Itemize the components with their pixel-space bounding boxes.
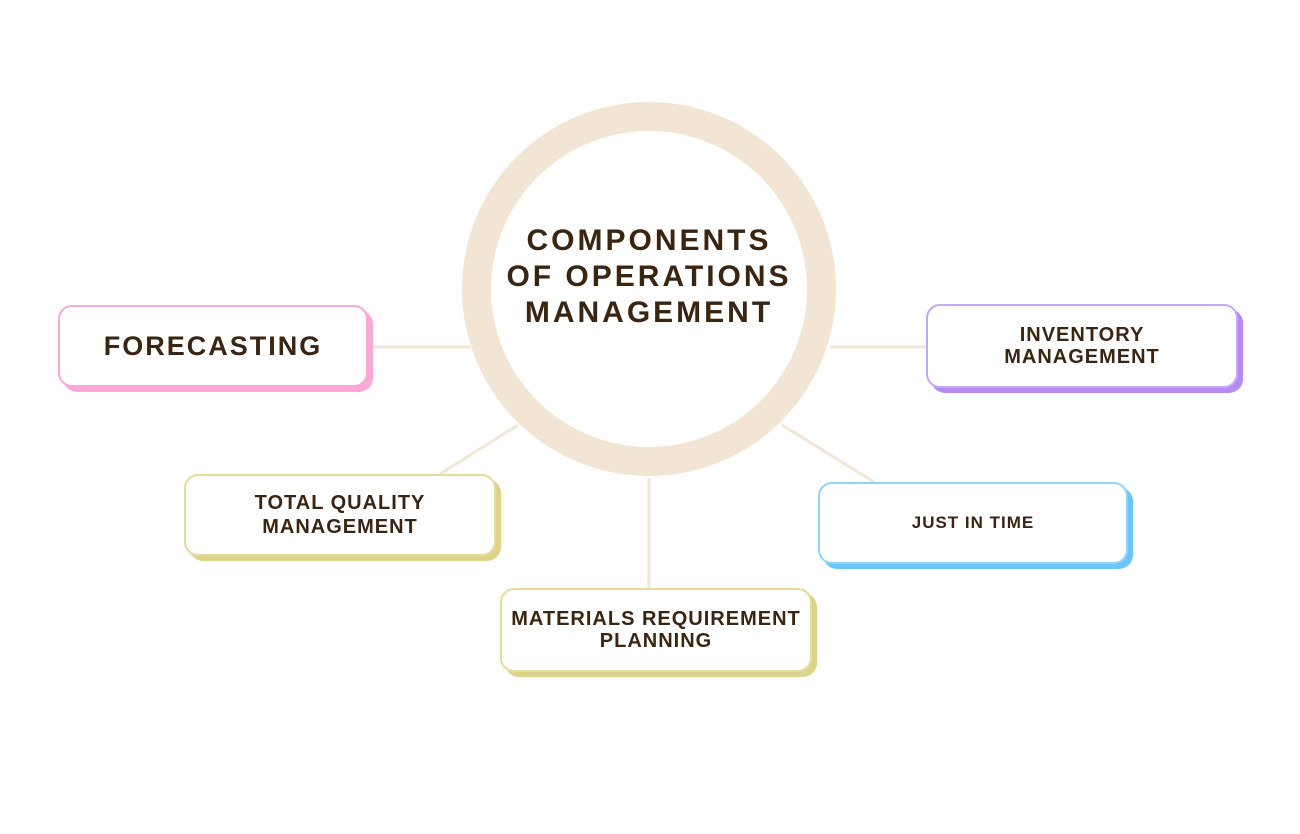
node-forecasting-label: FORECASTING bbox=[103, 330, 323, 361]
node-materials-requirement-planning: MATERIALS REQUIREMENT PLANNING bbox=[500, 588, 812, 672]
node-forecasting: FORECASTING bbox=[58, 305, 368, 387]
node-total-quality-management-label: TOTAL QUALITY MANAGEMENT bbox=[254, 492, 426, 538]
node-just-in-time: JUST IN TIME bbox=[818, 482, 1128, 564]
center-hub: COMPONENTS OF OPERATIONS MANAGEMENT bbox=[462, 102, 836, 476]
connector-jit bbox=[781, 423, 875, 484]
node-total-quality-management: TOTAL QUALITY MANAGEMENT bbox=[184, 474, 496, 556]
node-inventory-management: INVENTORY MANAGEMENT bbox=[926, 304, 1238, 388]
node-inventory-management-label: INVENTORY MANAGEMENT bbox=[1004, 324, 1160, 368]
node-just-in-time-label: JUST IN TIME bbox=[911, 513, 1035, 532]
connector-tqm bbox=[439, 423, 519, 476]
center-title: COMPONENTS OF OPERATIONS MANAGEMENT bbox=[506, 224, 792, 329]
node-materials-requirement-planning-label: MATERIALS REQUIREMENT PLANNING bbox=[511, 608, 801, 652]
